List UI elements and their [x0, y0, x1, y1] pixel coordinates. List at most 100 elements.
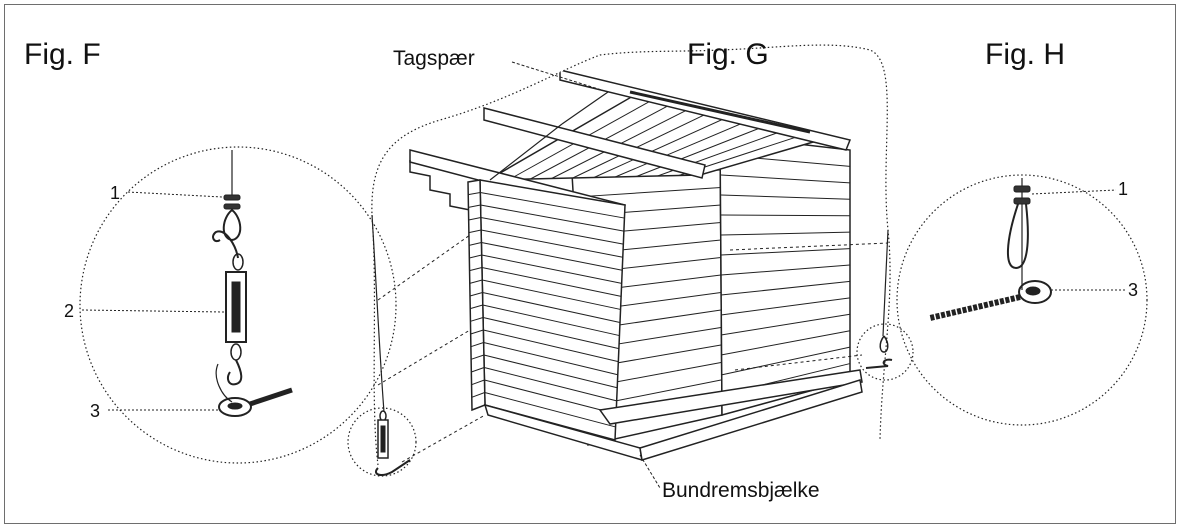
- fig-h-detail-circle: [896, 174, 1148, 426]
- roof-wire-left: [489, 123, 563, 181]
- fig-h-eye-screw-hole: [1025, 286, 1041, 296]
- front-wall-notch-line: [471, 379, 485, 386]
- roof-wire-center: [561, 91, 609, 125]
- fig-f-eye-screw-ring: [218, 397, 252, 417]
- front-wall-notch-line: [470, 329, 484, 335]
- roof-board-line: [593, 115, 731, 178]
- leader-shed-left-middle: [377, 329, 471, 386]
- front-wall-board-line: [480, 192, 625, 219]
- fig-h-detail: [896, 174, 1148, 426]
- fig-h-callout-1: 1: [1118, 179, 1129, 199]
- right-wall-board-line: [720, 313, 851, 336]
- fig-f-lower-hook: [227, 359, 243, 386]
- fig-f-leader-2: [81, 309, 225, 313]
- fig-h-clamp-upper: [1013, 185, 1031, 193]
- front-wall-boards: [480, 192, 625, 428]
- rafter-middle: [483, 107, 706, 179]
- sill-right: [639, 379, 863, 461]
- front-wall-board-line: [484, 379, 617, 415]
- front-wall-board-line: [482, 317, 620, 350]
- front-wall-notch-line: [468, 229, 482, 234]
- front-wall-board-line: [484, 392, 616, 428]
- sill-back: [598, 369, 863, 425]
- mini-eye-screw-left: [374, 459, 411, 476]
- wire-right-down: [882, 229, 889, 337]
- fig-f-wire-loop: [222, 208, 242, 242]
- front-wall-notch-line: [469, 279, 483, 284]
- right-wall-board-line: [720, 174, 851, 184]
- fig-g-shed: [347, 44, 914, 489]
- mini-eye-screw-right: [865, 358, 893, 369]
- right-wall-board-line: [720, 248, 851, 256]
- mini-wire-loop: [879, 335, 889, 353]
- fig-f-turnbuckle-bottom-eye: [230, 343, 242, 361]
- front-wall-board-line: [484, 367, 617, 402]
- front-wall-notch-line: [471, 367, 485, 373]
- fig-f-callout-2: 2: [64, 301, 75, 321]
- label-sill-beam: Bundremsbjælke: [662, 479, 820, 502]
- fig-h-wire-loop: [1006, 203, 1029, 270]
- front-wall: [479, 179, 626, 441]
- fig-f-detail-circle: [79, 146, 397, 464]
- front-wall-notch-line: [468, 217, 481, 221]
- front-wall-notch-line: [470, 354, 485, 360]
- front-wall-board-line: [481, 267, 622, 297]
- front-wall-board-line: [480, 217, 624, 245]
- right-wall-board-line: [720, 194, 851, 200]
- front-wall-notch-line: [469, 254, 482, 259]
- fig-h-title: Fig. H: [985, 38, 1066, 71]
- front-wall-notches: [468, 192, 485, 398]
- fig-f-detail: [79, 146, 397, 464]
- fig-f-callout-3: 3: [90, 401, 101, 421]
- leader-shed-left-lower: [401, 414, 486, 463]
- fig-h-clamp-lower: [1013, 197, 1031, 205]
- label-rafter: Tagspær: [393, 47, 475, 70]
- front-wall-notch-line: [470, 317, 484, 322]
- front-wall-notch-line: [468, 192, 481, 196]
- front-wall-notch-line: [470, 304, 483, 310]
- roof-board-line: [572, 110, 713, 179]
- mini-turnbuckle-slot: [380, 425, 386, 453]
- front-wall-board-line: [482, 292, 621, 323]
- right-wall-board-line: [720, 297, 851, 316]
- fig-f-leader-1: [127, 191, 223, 198]
- front-wall-board-line: [483, 329, 619, 363]
- front-wall-board-line: [481, 229, 623, 258]
- fig-f-upper-hook: [212, 230, 239, 259]
- front-wall-board-line: [483, 354, 618, 389]
- right-wall-board-line: [720, 346, 851, 376]
- front-wall-notch-line: [471, 392, 485, 398]
- fig-f-turnbuckle-slot: [231, 281, 241, 333]
- back-wall-board-line: [573, 187, 722, 198]
- right-wall-board-line: [720, 280, 851, 296]
- roof-board-line: [636, 125, 767, 177]
- front-wall-board-line: [481, 242, 623, 271]
- leader-shed-left-upper: [377, 234, 471, 301]
- fig-h-eye-screw-shank: [929, 294, 1021, 321]
- fig-f-eye-screw-shank: [249, 387, 293, 407]
- front-wall-board-line: [482, 304, 620, 337]
- sill-leader: [639, 454, 661, 489]
- right-wall-board-line: [720, 214, 851, 217]
- fig-f-clamp-upper: [223, 194, 241, 201]
- right-wall: [719, 134, 851, 416]
- roof-board-line: [551, 105, 695, 179]
- right-wall-board-line: [720, 330, 851, 356]
- diagram-border: [4, 4, 1176, 524]
- fig-h-eye-screw-ring: [1018, 280, 1052, 304]
- fig-h-callout-3: 3: [1128, 280, 1139, 300]
- fig-f-title: Fig. F: [24, 38, 101, 71]
- front-wall-notch-line: [470, 342, 484, 348]
- leader-shed-right-upper: [729, 242, 889, 251]
- fig-g-eye-detail-circle: [856, 323, 914, 381]
- right-wall-board-line: [720, 231, 851, 236]
- fig-h-leader-1: [1031, 189, 1117, 195]
- front-wall-notch-line: [468, 242, 482, 246]
- roof-boards: [508, 96, 803, 180]
- fig-g-title: Fig. G: [687, 38, 769, 71]
- front-wall-notch-line: [469, 267, 483, 272]
- front-wall-board-line: [482, 279, 621, 310]
- front-wall-board-line: [483, 342, 618, 376]
